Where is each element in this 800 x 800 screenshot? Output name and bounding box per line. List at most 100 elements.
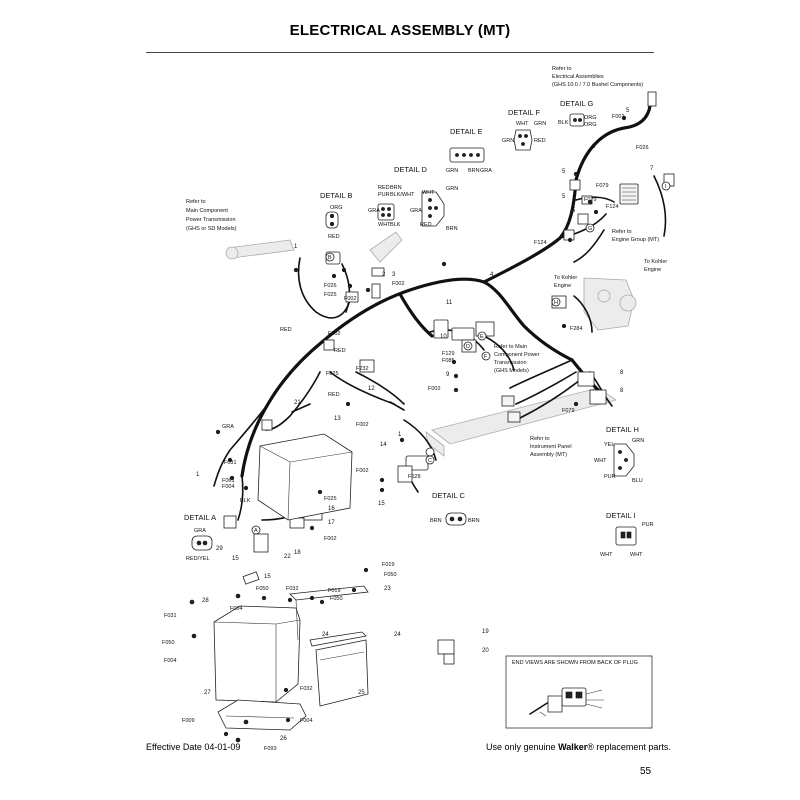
svg-text:29: 29: [216, 546, 223, 552]
svg-text:F002: F002: [392, 281, 405, 287]
svg-text:Transmission: Transmission: [494, 360, 527, 366]
svg-text:F004: F004: [230, 606, 243, 612]
detail-i-wire-2: WHT: [600, 552, 613, 558]
detail-d-wire-4: BLK/WHT: [390, 192, 415, 198]
detail-f-wire-3: GRN: [502, 138, 514, 144]
svg-text:26: 26: [280, 736, 287, 742]
detail-i-wire-1: PUR: [642, 522, 654, 528]
svg-text:F079: F079: [562, 408, 575, 414]
svg-text:F050: F050: [162, 640, 175, 646]
detail-f-connector: [513, 129, 533, 151]
svg-text:15: 15: [232, 556, 239, 562]
svg-text:C: C: [428, 458, 432, 464]
ref-engine-group: Refer to Engine Group (MT): [612, 229, 659, 243]
svg-text:F002: F002: [356, 422, 369, 428]
svg-text:Refer to: Refer to: [530, 436, 550, 442]
svg-text:Refer to Main: Refer to Main: [494, 344, 527, 350]
svg-text:F124: F124: [606, 204, 619, 210]
ghost-kohler-engine: [583, 277, 637, 331]
svg-text:A: A: [254, 528, 258, 534]
detail-e-wire-2: BRN: [468, 168, 480, 174]
detail-c-wire-1: BRN: [430, 518, 442, 524]
svg-text:F079: F079: [596, 183, 609, 189]
upper-battery: [257, 433, 353, 521]
svg-text:F031: F031: [224, 460, 237, 466]
detail-h-wire-3: WHT: [594, 458, 607, 464]
svg-text:Engine Group (MT): Engine Group (MT): [612, 237, 659, 243]
svg-text:To Kohler: To Kohler: [644, 259, 667, 265]
svg-text:Electrical Assemblies: Electrical Assemblies: [552, 74, 604, 80]
detail-d-title: DETAIL D: [394, 165, 428, 174]
svg-text:F028: F028: [408, 474, 421, 480]
detail-h-wire-1: YEL: [604, 442, 614, 448]
detail-a-wire-2: RED/YEL: [186, 556, 210, 562]
wire-label-blk: BLK: [240, 498, 251, 504]
svg-text:Instrument Panel: Instrument Panel: [530, 444, 572, 450]
wire-label-red-mid: RED: [334, 348, 346, 354]
svg-text:G: G: [588, 226, 592, 232]
svg-text:F026: F026: [636, 145, 649, 151]
svg-text:E: E: [480, 334, 484, 340]
svg-text:3: 3: [392, 272, 396, 278]
svg-text:(GHS or SD Models): (GHS or SD Models): [186, 226, 237, 232]
svg-text:10: 10: [440, 334, 447, 340]
svg-text:(GHS Models): (GHS Models): [494, 368, 529, 374]
svg-text:16: 16: [328, 506, 335, 512]
detail-d-wire-5: GRA: [368, 208, 380, 214]
svg-text:14: 14: [380, 442, 387, 448]
svg-text:F019: F019: [382, 562, 395, 568]
svg-text:F002: F002: [344, 296, 357, 302]
svg-text:To Kohler: To Kohler: [554, 275, 577, 281]
svg-text:9: 9: [446, 372, 450, 378]
ref-to-kohler: To Kohler Engine: [554, 275, 577, 289]
svg-text:F129: F129: [442, 351, 455, 357]
detail-d2-wire-4: RED: [420, 222, 432, 228]
ref-main-component: Refer to Main Component Power Transmissi…: [186, 199, 237, 232]
svg-text:F002: F002: [324, 536, 337, 542]
detail-g-wire-3: ORG: [584, 122, 597, 128]
ref-to-kohler-engine: To Kohler Engine: [644, 259, 667, 273]
svg-text:7: 7: [650, 166, 654, 172]
svg-text:F002: F002: [612, 114, 625, 120]
ref-electrical-assemblies: Refer to Electrical Assemblies (GHS 10.0…: [552, 66, 643, 88]
svg-text:F009: F009: [182, 718, 195, 724]
detail-e-title: DETAIL E: [450, 127, 483, 136]
svg-text:2: 2: [382, 272, 386, 278]
svg-text:F093: F093: [264, 746, 277, 752]
svg-text:24: 24: [322, 632, 329, 638]
svg-text:15: 15: [378, 501, 385, 507]
detail-g-wire-1: BLK: [558, 120, 569, 126]
svg-text:1: 1: [196, 472, 200, 478]
svg-text:F061: F061: [222, 478, 235, 484]
svg-text:15: 15: [264, 574, 271, 580]
detail-i-title: DETAIL I: [606, 511, 636, 520]
svg-text:Engine: Engine: [644, 267, 661, 273]
svg-text:5: 5: [562, 194, 566, 200]
svg-text:Assembly (MT): Assembly (MT): [530, 452, 567, 458]
detail-h-title: DETAIL H: [606, 425, 639, 434]
svg-text:Refer to: Refer to: [186, 199, 206, 205]
detail-d-connector: [377, 203, 395, 221]
svg-text:F032: F032: [300, 686, 313, 692]
page-number: 55: [640, 766, 652, 777]
svg-text:B: B: [328, 255, 332, 261]
lower-battery: [213, 605, 301, 703]
svg-text:25: 25: [358, 690, 365, 696]
detail-d2-wire-5: BRN: [446, 226, 458, 232]
svg-text:(GHS 10.0 / 7.0 Bushel Compone: (GHS 10.0 / 7.0 Bushel Components): [552, 82, 643, 88]
svg-text:F004: F004: [222, 484, 235, 490]
battery-strap: [289, 585, 369, 647]
ghost-instrument-bar: [425, 387, 617, 457]
ref-main-ghs: Refer to Main Component Power Transmissi…: [494, 344, 540, 374]
end-view-legend: END VIEWS ARE SHOWN FROM BACK OF PLUG: [505, 655, 653, 729]
svg-text:F: F: [484, 354, 488, 360]
svg-text:F004: F004: [164, 658, 177, 664]
svg-text:5: 5: [562, 169, 566, 175]
svg-text:F004: F004: [300, 718, 313, 724]
svg-text:5: 5: [572, 208, 576, 214]
svg-text:24: 24: [394, 632, 401, 638]
detail-h-wire-2: GRN: [632, 438, 644, 444]
svg-text:F002: F002: [356, 468, 369, 474]
svg-text:27: 27: [204, 690, 211, 696]
circled-letters: A B C D E F G H I: [251, 181, 671, 535]
